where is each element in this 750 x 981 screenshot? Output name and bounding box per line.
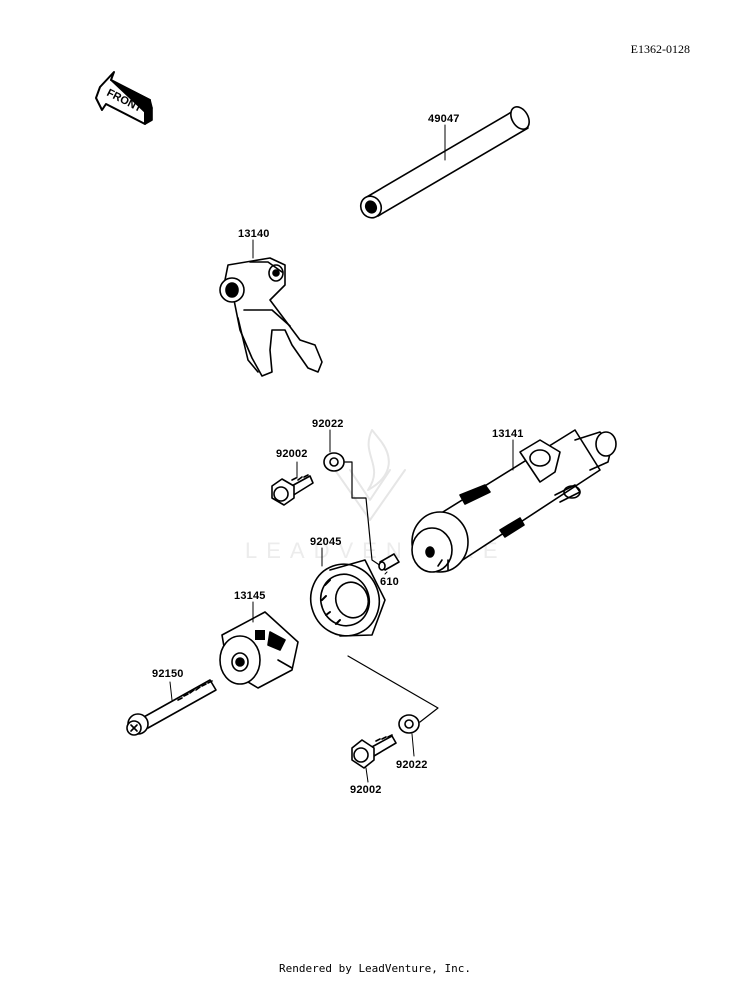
watermark-logo	[334, 429, 406, 521]
part-label-13145: 13145	[234, 590, 266, 602]
shift-fork	[219, 257, 323, 377]
leader-line-upper	[343, 461, 385, 569]
part-label-13141: 13141	[492, 428, 524, 440]
bearing	[309, 559, 386, 637]
front-arrow: FRONT	[95, 71, 153, 125]
leader-line-lower	[347, 655, 439, 723]
part-label-610: 610	[380, 576, 399, 588]
part-label-92022-upper: 92022	[312, 418, 344, 430]
long-bolt	[126, 679, 217, 736]
part-label-92002-upper: 92002	[276, 448, 308, 460]
footer-credit: Rendered by LeadVenture, Inc.	[278, 962, 472, 975]
label-leaders	[169, 124, 514, 783]
part-label-92150: 92150	[152, 668, 184, 680]
part-label-92002-lower: 92002	[350, 784, 382, 796]
diagram-reference: E1362-0128	[630, 42, 690, 56]
bolt-upper	[271, 474, 314, 506]
part-label-92045: 92045	[310, 536, 342, 548]
part-label-49047: 49047	[428, 113, 460, 125]
shaft-rod	[359, 106, 530, 219]
bolt-lower	[351, 734, 397, 769]
part-label-13140: 13140	[238, 228, 270, 240]
dowel-pin	[378, 553, 400, 571]
drum-cam	[219, 611, 299, 689]
washer-lower	[398, 714, 420, 734]
shift-drum	[411, 429, 617, 573]
part-label-92022-lower: 92022	[396, 759, 428, 771]
washer-upper	[323, 452, 345, 472]
